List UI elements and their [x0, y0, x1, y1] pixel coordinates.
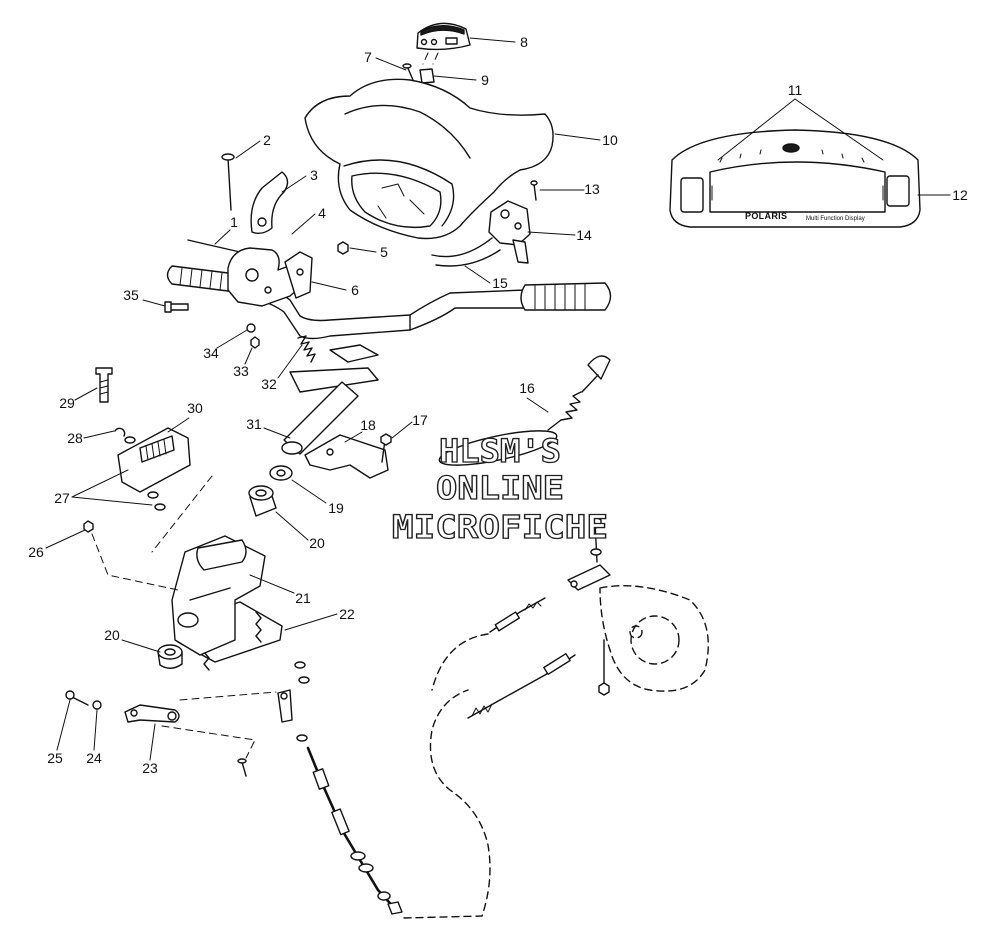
part-26-nut [83, 520, 94, 533]
part-13-screw [530, 180, 538, 201]
callout-31: 31 [246, 416, 262, 432]
callout-26: 26 [28, 544, 44, 560]
part-20-bushing-upper [248, 485, 277, 517]
callouts: 1 2 3 4 5 6 7 8 9 10 11 12 13 14 15 16 1… [28, 34, 968, 776]
callout-33: 33 [233, 363, 249, 379]
callout-27: 27 [54, 490, 70, 506]
callout-25: 25 [47, 750, 63, 766]
callout-1: 1 [230, 214, 238, 230]
part-19-washer [269, 465, 293, 481]
part-32-spring [297, 335, 316, 363]
watermark-line-3: MICROFICHE [392, 508, 608, 546]
callout-22: 22 [339, 606, 355, 622]
carburetor-linkage [567, 516, 611, 696]
callout-2: 2 [263, 132, 271, 148]
callout-7: 7 [364, 49, 372, 65]
part-6-bracket [284, 251, 313, 299]
part-17-bolt [380, 433, 392, 463]
callout-29: 29 [59, 395, 75, 411]
callout-34: 34 [203, 345, 219, 361]
part-25-bolt [65, 690, 89, 706]
carburetor-outline [599, 585, 709, 692]
handlebar-clamp [289, 344, 379, 393]
callout-18: 18 [360, 417, 376, 433]
part-31-steering-column [281, 381, 359, 455]
display-brand: POLARIS [745, 211, 787, 221]
watermark-line-2: ONLINE [436, 469, 564, 507]
callout-15: 15 [492, 275, 508, 291]
callout-30: 30 [187, 400, 203, 416]
part-16-tether [438, 355, 611, 466]
part-24-washer [92, 700, 102, 710]
callout-5: 5 [380, 244, 388, 260]
part-30-plate [117, 427, 191, 493]
rod-end-assembly [277, 661, 310, 742]
part-29-bolt [95, 367, 113, 403]
part-3-cover [250, 171, 289, 235]
callout-9: 9 [481, 72, 489, 88]
callout-28: 28 [67, 430, 83, 446]
callout-10: 10 [602, 132, 618, 148]
part-23-lever [124, 704, 180, 723]
callout-20-upper: 20 [309, 535, 325, 551]
small-bolt [237, 758, 247, 777]
part-15-cable [431, 237, 501, 267]
callout-32: 32 [261, 376, 277, 392]
callout-4: 4 [318, 205, 326, 221]
throttle-cable-ends [467, 597, 576, 719]
callout-6: 6 [351, 282, 359, 298]
part-18-plate [304, 434, 389, 479]
callout-17: 17 [412, 412, 428, 428]
callout-11: 11 [788, 82, 803, 98]
part-14-throttle-housing [488, 200, 531, 264]
part-10-cover [304, 78, 554, 240]
callout-19: 19 [328, 500, 344, 516]
part-1-cable [187, 239, 241, 253]
callout-14: 14 [576, 227, 592, 243]
part-2-bolt [221, 153, 235, 211]
throttle-cable [306, 746, 403, 915]
part-20-bushing-lower [157, 644, 183, 669]
callout-16: 16 [519, 380, 535, 396]
part-34-washer [246, 323, 256, 333]
leader-lines [45, 37, 951, 761]
callout-12: 12 [952, 187, 968, 203]
callout-35: 35 [123, 287, 139, 303]
callout-23: 23 [142, 760, 158, 776]
callout-20-lower: 20 [104, 627, 120, 643]
part-27-washers [124, 436, 166, 511]
part-28-clip [114, 427, 126, 437]
part-5-nut [337, 241, 349, 255]
callout-3: 3 [310, 167, 318, 183]
right-grip [520, 282, 612, 311]
part-33-nut [250, 336, 260, 349]
callout-8: 8 [520, 34, 528, 50]
part-12-display [669, 129, 921, 228]
watermark-line-1: HLSM'S [439, 432, 561, 470]
part-9-clip [419, 68, 435, 84]
part-7-pin [402, 63, 414, 81]
cable-routing [403, 633, 491, 919]
part-35-bolt [164, 301, 189, 313]
part-21-steering-post [171, 535, 266, 656]
assembly-lines [91, 475, 277, 759]
callout-21: 21 [295, 590, 311, 606]
display-caption: Multi Function Display [806, 216, 865, 222]
callout-13: 13 [584, 181, 600, 197]
callout-24: 24 [86, 750, 102, 766]
watermark: HLSM'S ONLINE MICROFICHE [391, 431, 608, 546]
part-8-switch [416, 22, 471, 65]
